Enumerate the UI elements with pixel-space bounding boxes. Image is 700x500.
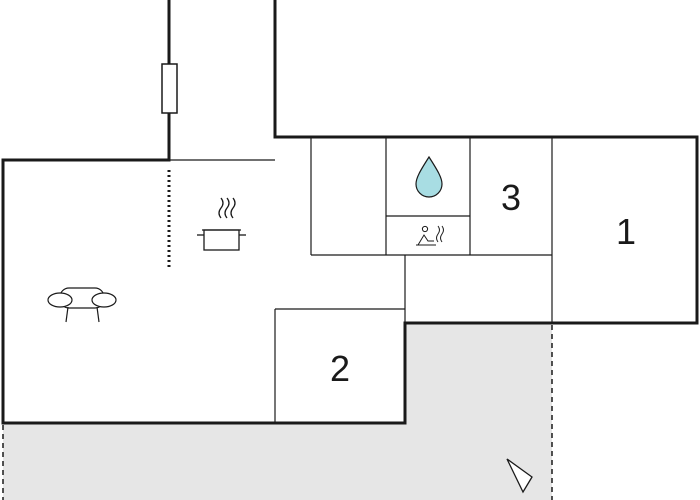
interior-walls: [169, 137, 553, 423]
door-symbol: [161, 63, 178, 114]
terrace-area: [3, 323, 552, 500]
cooking-pot-icon: [197, 197, 246, 251]
room-label-3: 3: [501, 177, 521, 218]
exterior-walls: [1, 0, 699, 425]
compass-arrow-icon: [506, 458, 533, 494]
water-drop-icon: [415, 155, 443, 198]
room-label-1: 1: [616, 211, 636, 252]
terrace-dashed-edge: [2, 325, 553, 500]
sofa-icon: [47, 287, 117, 323]
room-label-2: 2: [330, 348, 350, 389]
sauna-icon: [416, 225, 444, 246]
